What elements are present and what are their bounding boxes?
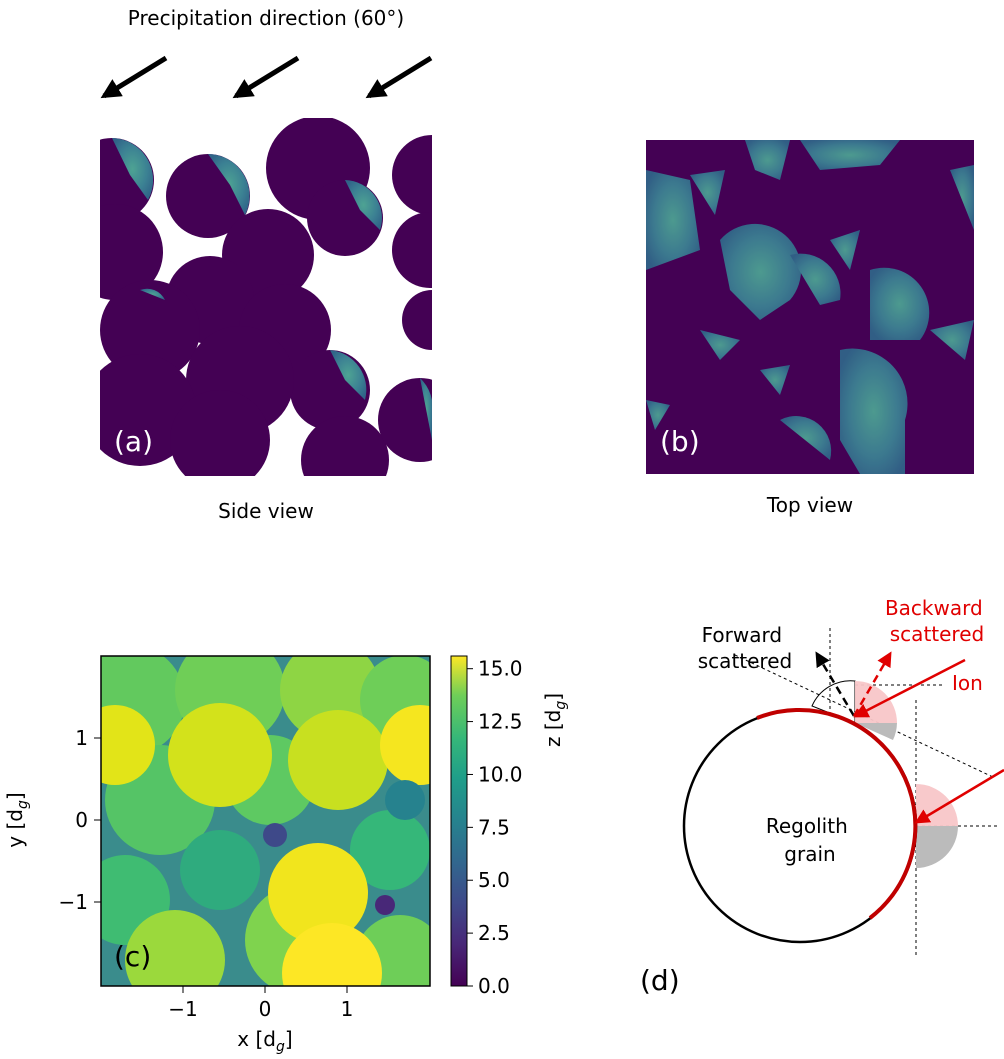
x-tick-label: 1 [341,997,354,1021]
heatmap-disks [101,656,430,986]
forward-scattered-label: Forward scattered [698,623,792,673]
panel-b-caption: Top view [766,493,853,517]
shadow-quadrant [855,723,897,740]
colorbar-tick-label: 0.0 [478,974,510,998]
ion-label: Ion [952,671,983,695]
forward-scattered-arrow [815,651,856,717]
panel-c-x-axis: −1 0 1 x [dg] [168,986,353,1055]
panel-d-schematic: Forward scattered Backward scattered Ion… [682,596,1004,955]
panel-b-label: (b) [660,425,700,458]
x-tick-label: −1 [168,997,197,1021]
colorbar-tick-label: 2.5 [478,921,510,945]
ion-arrow-upper [853,658,966,718]
panel-b-top-view [646,140,974,474]
grain-label: Regolith grain [766,814,854,866]
colorbar-tick-label: 12.5 [478,710,523,734]
y-tick-label: −1 [59,890,88,914]
precipitation-arrow-1 [100,55,168,99]
colorbar-tick-label: 5.0 [478,868,510,892]
colorbar: 0.0 2.5 5.0 7.5 10.0 12.5 15.0 z [dg] [450,655,569,998]
x-tick-label: 0 [259,997,272,1021]
y-tick-label: 0 [75,808,88,832]
precipitation-arrows [100,55,433,99]
shadow-quadrant-lower [916,826,958,868]
y-tick-label: 1 [75,726,88,750]
backward-scattered-arrow [852,651,892,717]
ion-arrow-lower [914,768,1004,824]
precipitation-arrow-2 [232,55,300,99]
colorbar-gradient [450,655,468,987]
panel-a-label: (a) [114,425,153,458]
backward-scattered-label: Backward scattered [885,596,989,646]
exposed-surface-arc [756,707,918,920]
panel-d-label: (d) [640,964,680,997]
figure-title: Precipitation direction (60°) [128,6,404,30]
colorbar-tick-label: 10.0 [478,762,523,786]
colorbar-ticks: 0.0 2.5 5.0 7.5 10.0 12.5 15.0 [467,657,523,998]
panel-c-label: (c) [114,940,151,973]
y-axis-label: y [dg] [3,792,31,847]
precipitation-arrow-3 [365,55,433,99]
x-axis-label: x [dg] [237,1027,292,1055]
panel-c-heatmap [100,655,431,987]
panel-c-y-axis: 1 0 −1 y [dg] [3,726,101,914]
colorbar-tick-label: 15.0 [478,657,523,681]
panel-a-caption: Side view [218,499,314,523]
colorbar-tick-label: 7.5 [478,815,510,839]
forward-hemisphere [811,680,856,724]
panel-a-side-view [100,118,432,476]
colorbar-label: z [dg] [541,693,569,747]
